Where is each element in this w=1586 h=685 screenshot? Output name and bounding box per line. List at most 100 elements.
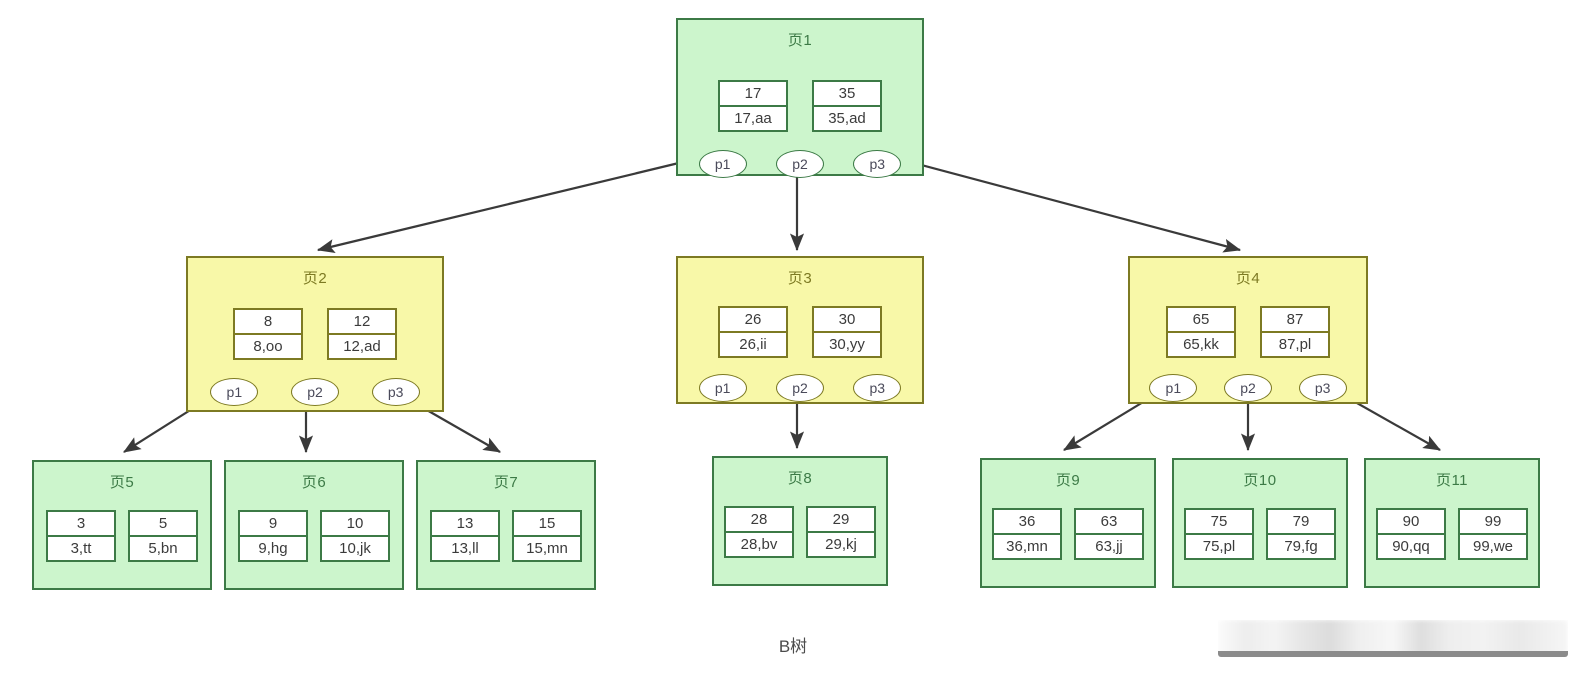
key-number: 12 [329, 310, 395, 335]
key-record: 5,bn [148, 540, 178, 557]
node-title-page10: 页10 [1243, 472, 1277, 489]
key-number: 26 [720, 308, 786, 333]
pointer-page1-p1: p1 [698, 150, 747, 178]
edge-page1-p1-page2 [316, 153, 713, 253]
key-record: 75,pl [1202, 538, 1236, 555]
key-record: 13,ll [451, 540, 479, 557]
edge-page1-p3-page4 [883, 153, 1242, 253]
key-record: 26,ii [739, 336, 767, 353]
key-record: 12,ad [343, 338, 381, 355]
key-number: 87 [1262, 308, 1328, 333]
key-cell: 10 10,jk [320, 510, 390, 562]
key-record: 63,jj [1095, 538, 1123, 555]
node-title-page5: 页5 [109, 474, 135, 491]
pointer-page3-p2: p2 [775, 374, 824, 402]
btree-node-page6: 页6 9 9,hg 10 10,jk [224, 460, 404, 590]
node-pointers-page4: p1 p2 p3 [1130, 374, 1366, 402]
node-keys-page7: 13 13,ll 15 15,mn [418, 510, 594, 562]
key-cell: 28 28,bv [724, 506, 794, 558]
pointer-page2-p2: p2 [290, 378, 339, 406]
node-title-page1: 页1 [787, 32, 813, 49]
key-cell: 30 30,yy [812, 306, 882, 358]
pointer-page4-p1: p1 [1149, 374, 1198, 402]
key-record: 15,mn [526, 540, 568, 557]
key-number: 13 [432, 512, 498, 537]
key-record: 36,mn [1006, 538, 1048, 555]
key-record: 9,hg [258, 540, 288, 557]
key-record: 65,kk [1183, 336, 1219, 353]
key-number: 36 [994, 510, 1060, 535]
key-cell: 65 65,kk [1166, 306, 1236, 358]
key-record: 17,aa [734, 110, 772, 127]
node-title-page6: 页6 [301, 474, 327, 491]
watermark-blur-strip [1218, 620, 1568, 654]
node-title-page11: 页11 [1435, 472, 1469, 489]
node-pointers-page2: p1 p2 p3 [188, 378, 442, 406]
key-record: 99,we [1472, 538, 1514, 555]
key-number: 10 [322, 512, 388, 537]
node-pointers-page1: p1 p2 p3 [678, 150, 922, 178]
pointer-page1-p3: p3 [853, 150, 902, 178]
key-cell: 26 26,ii [718, 306, 788, 358]
key-number: 29 [808, 508, 874, 533]
node-keys-page8: 28 28,bv 29 29,kj [714, 506, 886, 558]
node-title-page8: 页8 [787, 470, 813, 487]
key-record: 28,bv [740, 536, 778, 553]
key-record: 29,kj [825, 536, 857, 553]
key-number: 79 [1268, 510, 1334, 535]
key-record: 90,qq [1392, 538, 1430, 555]
key-cell: 17 17,aa [718, 80, 788, 132]
key-record: 30,yy [829, 336, 865, 353]
key-number: 99 [1460, 510, 1526, 535]
pointer-page2-p1: p1 [210, 378, 259, 406]
node-title-page4: 页4 [1235, 270, 1261, 287]
key-number: 9 [240, 512, 306, 537]
watermark-bar [1218, 651, 1568, 657]
key-number: 17 [720, 82, 786, 107]
pointer-page2-p3: p3 [371, 378, 420, 406]
pointer-page4-p3: p3 [1298, 374, 1347, 402]
key-record: 35,ad [828, 110, 866, 127]
key-number: 30 [814, 308, 880, 333]
pointer-page4-p2: p2 [1223, 374, 1272, 402]
btree-node-page8: 页8 28 28,bv 29 29,kj [712, 456, 888, 586]
key-number: 63 [1076, 510, 1142, 535]
key-cell: 9 9,hg [238, 510, 308, 562]
diagram-caption: B树 [778, 637, 808, 656]
key-number: 15 [514, 512, 580, 537]
key-record: 10,jk [339, 540, 371, 557]
key-number: 5 [130, 512, 196, 537]
key-number: 90 [1378, 510, 1444, 535]
pointer-page3-p3: p3 [853, 374, 902, 402]
key-cell: 15 15,mn [512, 510, 582, 562]
node-title-page3: 页3 [787, 270, 813, 287]
key-number: 65 [1168, 308, 1234, 333]
key-number: 28 [726, 508, 792, 533]
key-cell: 12 12,ad [327, 308, 397, 360]
key-cell: 13 13,ll [430, 510, 500, 562]
btree-node-page11: 页11 90 90,qq 99 99,we [1364, 458, 1540, 588]
pointer-page1-p2: p2 [775, 150, 824, 178]
key-cell: 36 36,mn [992, 508, 1062, 560]
